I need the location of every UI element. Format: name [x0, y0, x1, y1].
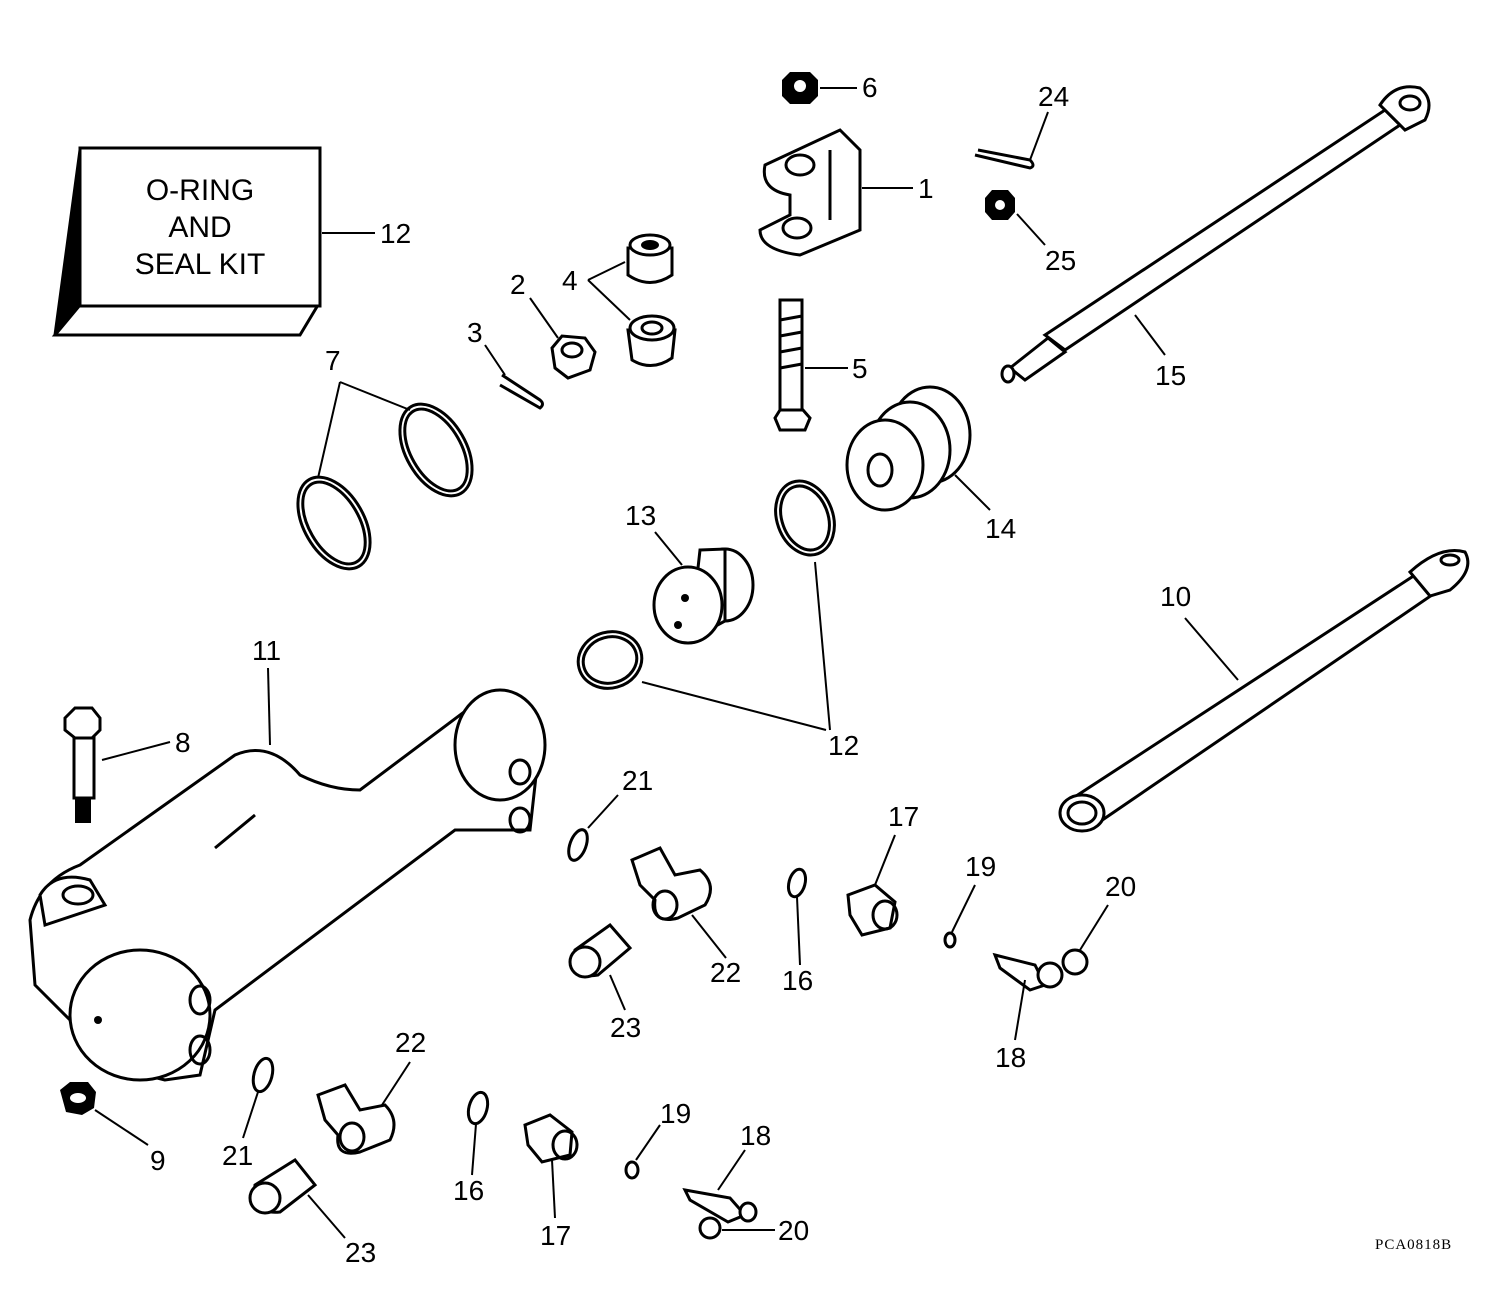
part-15-rod: [1000, 85, 1431, 384]
part-19-ball-upper: [943, 931, 957, 949]
callout-7: 7: [325, 345, 341, 376]
part-11-cylinder-body: [28, 688, 547, 1082]
callout-8: 8: [175, 727, 191, 758]
callout-12-seals: 12: [828, 730, 859, 761]
part-13-piston: [652, 547, 755, 645]
part-16-washer-upper: [786, 867, 808, 899]
callout-19-lower: 19: [660, 1098, 691, 1129]
part-9-plug: [60, 1082, 96, 1115]
part-16-washer-lower: [466, 1090, 490, 1126]
part-3-cotter-pin: [499, 373, 544, 410]
part-18-fitting-lower: [682, 1188, 758, 1224]
callout-19-upper: 19: [965, 851, 996, 882]
seal-kit-line3: SEAL KIT: [135, 248, 266, 281]
callout-20-upper: 20: [1105, 871, 1136, 902]
part-1-bracket: [758, 128, 862, 257]
callout-2: 2: [510, 269, 526, 300]
callout-21-upper: 21: [622, 765, 653, 796]
callout-4: 4: [562, 265, 578, 296]
callout-11: 11: [252, 635, 281, 666]
callout-17-upper: 17: [888, 801, 919, 832]
part-19-ball-lower: [624, 1160, 640, 1180]
callout-23-upper: 23: [610, 1012, 641, 1043]
part-6-nut: [782, 72, 818, 104]
part-20-cap-lower: [698, 1216, 722, 1240]
part-23-fitting-lower: [248, 1158, 318, 1215]
callout-24: 24: [1038, 81, 1069, 112]
callout-17-lower: 17: [540, 1220, 571, 1251]
part-21-washer-upper: [567, 828, 589, 862]
callout-22-upper: 22: [710, 957, 741, 988]
callout-22-lower: 22: [395, 1027, 426, 1058]
callout-3: 3: [467, 317, 483, 348]
callout-23-lower: 23: [345, 1237, 376, 1268]
callout-18-lower: 18: [740, 1120, 771, 1151]
callout-13: 13: [625, 500, 656, 531]
part-10-rod: [1058, 549, 1470, 833]
part-22-elbow-upper: [630, 846, 712, 921]
callout-20-lower: 20: [778, 1215, 809, 1246]
part-17-fitting-upper: [846, 883, 899, 937]
drawing-code: PCA0818B: [1375, 1237, 1452, 1253]
callout-10: 10: [1160, 581, 1191, 612]
part-4-bushing: [626, 233, 677, 367]
callout-25: 25: [1045, 245, 1076, 276]
part-24-cotter-pin: [974, 148, 1035, 170]
callout-16-upper: 16: [782, 965, 813, 996]
part-20-cap-upper: [1061, 948, 1089, 976]
callout-12-box: 12: [380, 218, 411, 249]
part-18-fitting-upper: [992, 952, 1064, 992]
seal-kit-line1: O-RING: [146, 174, 254, 207]
part-25-nut: [985, 190, 1015, 220]
part-8-bolt: [63, 706, 102, 823]
part-23-fitting-upper: [568, 922, 633, 979]
seal-kit-line2: AND: [168, 211, 231, 244]
part-21-washer-lower: [251, 1056, 275, 1094]
callout-6: 6: [862, 72, 878, 103]
callout-9: 9: [150, 1145, 166, 1176]
part-7-o-rings: [296, 402, 474, 571]
seal-kit-box: O-RING AND SEAL KIT: [51, 146, 322, 337]
part-12-seal-rings: [576, 479, 836, 690]
callout-1: 1: [918, 173, 934, 204]
part-14-piston: [845, 385, 972, 512]
callout-16-lower: 16: [453, 1175, 484, 1206]
callout-5: 5: [852, 353, 868, 384]
part-22-elbow-lower: [316, 1083, 396, 1155]
callout-14: 14: [985, 513, 1016, 544]
part-17-fitting-lower: [523, 1113, 579, 1164]
part-5-bolt: [773, 298, 812, 432]
callout-15: 15: [1155, 360, 1186, 391]
part-2-nut: [550, 334, 597, 380]
callout-18-upper: 18: [995, 1042, 1026, 1073]
callout-21-lower: 21: [222, 1140, 253, 1171]
